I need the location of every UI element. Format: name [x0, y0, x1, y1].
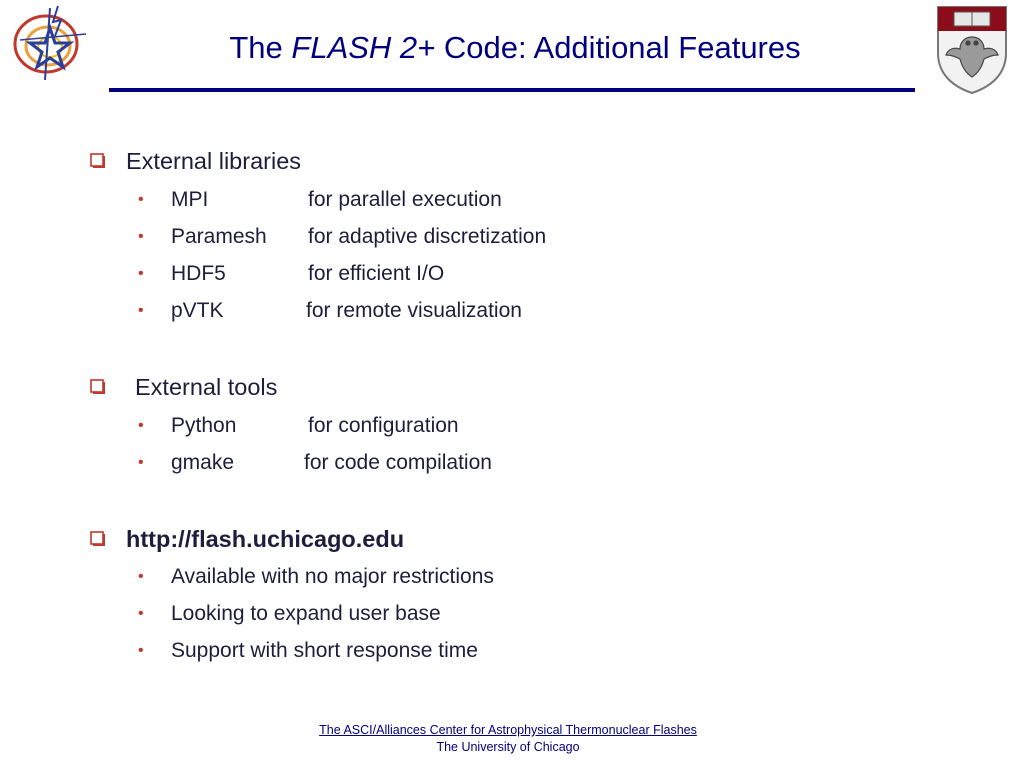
- bullet-icon: •: [138, 454, 144, 471]
- bullet-icon: •: [138, 265, 144, 282]
- item-desc: for efficient I/O: [308, 262, 445, 285]
- item-desc: for remote visualization: [306, 299, 522, 322]
- bullet-icon: •: [138, 191, 144, 208]
- item-name: Python: [171, 414, 237, 437]
- title-rule: [109, 88, 915, 92]
- website-link[interactable]: http://flash.uchicago.edu: [126, 526, 405, 552]
- item-name: Support with short response time: [171, 639, 478, 662]
- item-name: gmake: [171, 451, 235, 474]
- title-suffix: Code: Additional Features: [435, 30, 801, 65]
- footer-center-link[interactable]: The ASCI/Alliances Center for Astrophysi…: [319, 723, 697, 737]
- page-title: The FLASH 2+ Code: Additional Features: [120, 26, 910, 70]
- bullet-icon: •: [138, 568, 144, 585]
- footer-university: The University of Chicago: [436, 740, 580, 754]
- item-name: HDF5: [171, 262, 226, 285]
- section-heading-text: External libraries: [126, 148, 302, 174]
- item-name: Looking to expand user base: [171, 602, 441, 625]
- title-prefix: The: [229, 30, 292, 65]
- item-name: Paramesh: [171, 225, 267, 248]
- item-desc: for parallel execution: [308, 188, 502, 211]
- bullet-icon: •: [138, 642, 144, 659]
- checkbox-bullet-icon: [90, 153, 105, 168]
- item-desc: for configuration: [308, 414, 459, 437]
- section-heading-text: External tools: [135, 374, 278, 400]
- bullet-icon: •: [138, 302, 144, 319]
- item-name: Available with no major restrictions: [171, 565, 494, 588]
- university-crest-logo: [934, 3, 1010, 95]
- item-name: pVTK: [171, 299, 224, 322]
- item-name: MPI: [171, 188, 209, 211]
- bullet-icon: •: [138, 605, 144, 622]
- item-desc: for code compilation: [304, 451, 492, 474]
- bullet-icon: •: [138, 417, 144, 434]
- item-desc: for adaptive discretization: [308, 225, 547, 248]
- checkbox-bullet-icon: [90, 379, 105, 394]
- footer: The ASCI/Alliances Center for Astrophysi…: [260, 722, 756, 756]
- flash-logo: [6, 2, 92, 84]
- title-italic: FLASH 2+: [291, 30, 436, 65]
- checkbox-bullet-icon: [90, 531, 105, 546]
- bullet-icon: •: [138, 228, 144, 245]
